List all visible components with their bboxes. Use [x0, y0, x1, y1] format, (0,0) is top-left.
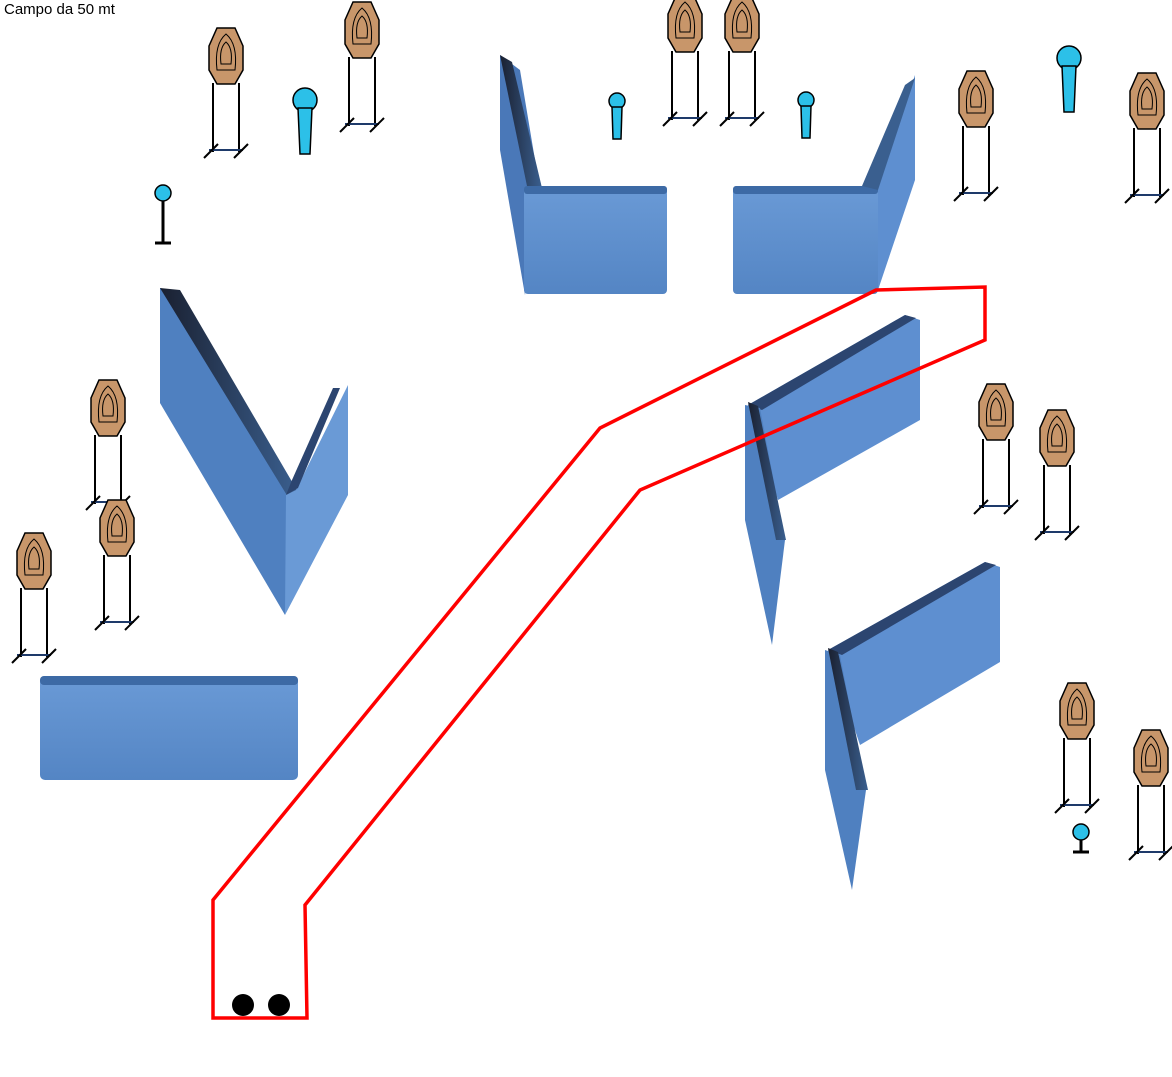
start-marker [268, 994, 290, 1016]
paper-target-icon [719, 0, 765, 127]
paper-target-icon [662, 0, 708, 127]
steel-plate-icon [154, 184, 172, 245]
wall-bottom-left [40, 676, 298, 780]
wall-right-upper [745, 315, 920, 645]
wall-top-right-pair [733, 75, 915, 294]
paper-target-icon [339, 1, 385, 133]
paper-target-icon [1054, 682, 1100, 814]
paper-target-icon [85, 379, 131, 511]
wall-left-v [160, 288, 348, 615]
wall-top-left-pair [500, 55, 667, 295]
popper-icon [292, 87, 318, 155]
paper-target-icon [11, 532, 57, 664]
shooter-movement-area [211, 285, 987, 1020]
paper-target-icon [973, 383, 1019, 515]
start-marker [232, 994, 254, 1016]
paper-target-icon [1124, 72, 1170, 204]
paper-target-icon [953, 70, 999, 202]
paper-target-icon [1128, 729, 1172, 861]
popper-icon [608, 92, 626, 140]
paper-target-icon [94, 499, 140, 631]
stage-title: Campo da 50 mt [4, 1, 115, 18]
steel-plate-icon [1072, 823, 1090, 854]
paper-target-icon [203, 27, 249, 159]
popper-icon [1056, 45, 1082, 113]
paper-target-icon [1034, 409, 1080, 541]
wall-right-lower [825, 562, 1000, 890]
popper-icon [797, 91, 815, 139]
